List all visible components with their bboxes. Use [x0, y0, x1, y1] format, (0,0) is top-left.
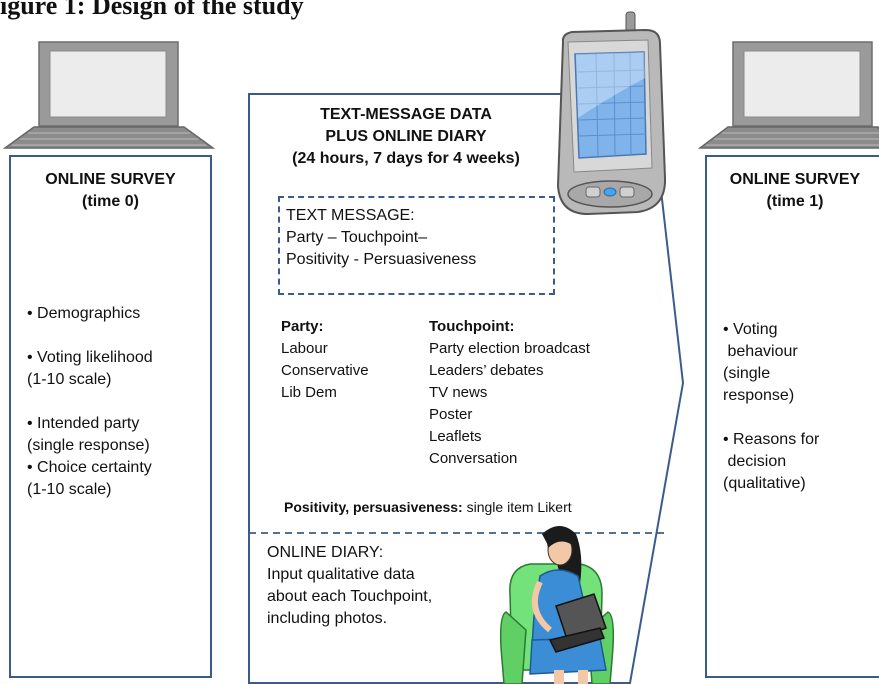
positivity-value: single item Likert: [462, 499, 572, 515]
list-item: Labour: [281, 340, 328, 357]
list-item: (single: [723, 365, 771, 382]
laptop-icon-right: [697, 41, 879, 149]
party-list: Party: Labour Conservative Lib Dem: [281, 316, 369, 404]
right-survey-panel: ONLINE SURVEY (time 1) • Voting behaviou…: [705, 155, 879, 678]
right-survey-time: (time 1): [766, 193, 824, 210]
middle-panel-title: TEXT-MESSAGE DATA PLUS ONLINE DIARY (24 …: [292, 106, 520, 167]
online-diary-text: ONLINE DIARY: Input qualitative data abo…: [267, 544, 433, 627]
laptop-icon-left: [2, 41, 216, 149]
touchpoint-header: Touchpoint:: [429, 318, 515, 335]
woman-with-laptop-icon: [499, 526, 615, 684]
list-item: • Choice certainty: [27, 459, 152, 476]
list-item: • Intended party: [27, 415, 140, 432]
figure-heading: igure 1: Design of the study: [0, 0, 304, 20]
left-survey-title: ONLINE SURVEY: [45, 171, 176, 188]
list-item: Conversation: [429, 450, 518, 467]
right-survey-title: ONLINE SURVEY: [729, 171, 861, 188]
list-item: (1-10 scale): [27, 371, 112, 388]
list-item: • Voting: [723, 321, 778, 338]
party-header: Party:: [281, 318, 324, 335]
list-item: response): [723, 387, 795, 404]
left-survey-panel: ONLINE SURVEY (time 0) • Demographics • …: [9, 155, 212, 678]
positivity-label: Positivity, persuasiveness:: [284, 499, 463, 515]
list-item: Conservative: [281, 362, 369, 379]
positivity-line: Positivity, persuasiveness: single item …: [284, 497, 572, 517]
list-item: Lib Dem: [281, 384, 337, 401]
list-item: • Demographics: [27, 305, 141, 322]
left-bullet-list: • Demographics • Voting likelihood (1-10…: [27, 303, 153, 501]
list-item: (single response): [27, 437, 150, 454]
list-item: (qualitative): [723, 475, 806, 492]
mobile-phone-icon: [556, 11, 667, 216]
left-survey-time: (time 0): [82, 193, 139, 210]
list-item: • Reasons for: [723, 431, 820, 448]
list-item: • Voting likelihood: [27, 349, 153, 366]
list-item: decision: [723, 453, 787, 470]
list-item: Poster: [429, 406, 473, 423]
list-item: Leaflets: [429, 428, 482, 445]
list-item: (1-10 scale): [27, 481, 112, 498]
list-item: behaviour: [723, 343, 798, 360]
touchpoint-list: Touchpoint: Party election broadcast Lea…: [429, 316, 590, 470]
right-bullet-list: • Voting behaviour (single response) • R…: [723, 319, 819, 495]
text-message-box: TEXT MESSAGE: Party – Touchpoint– Positi…: [278, 196, 555, 295]
list-item: TV news: [429, 384, 488, 401]
list-item: Party election broadcast: [429, 340, 590, 357]
list-item: Leaders’ debates: [429, 362, 544, 379]
